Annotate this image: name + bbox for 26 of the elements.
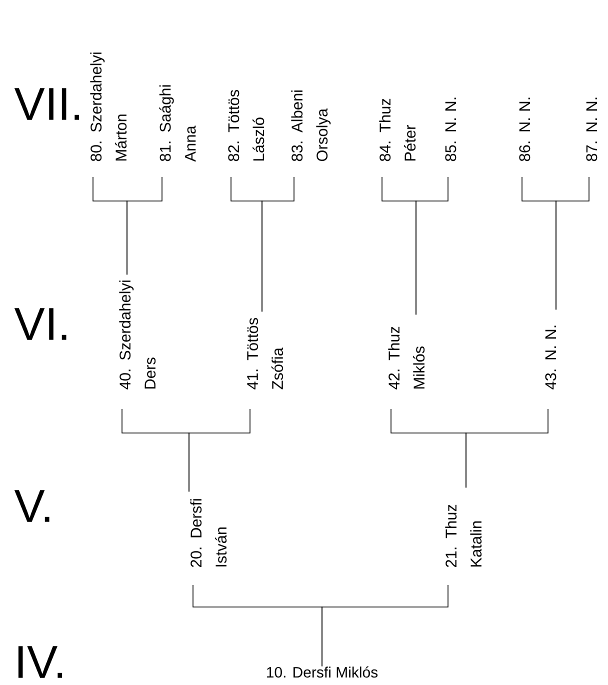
person-name: 10. Dersfi Miklós: [267, 666, 378, 678]
person-name: 83. Albeni Orsolya: [291, 90, 331, 162]
pedigree-line: [262, 176, 294, 312]
pedigree-line: [322, 584, 448, 667]
person-name: 84. Thuz Péter: [379, 98, 416, 162]
person-name: 41. Töttös Zsófia: [247, 318, 284, 390]
generation-numeral: VII.: [14, 88, 80, 120]
pedigree-line: [126, 176, 162, 275]
person-name: 81. Saághi Anna: [159, 85, 196, 162]
generation-numeral: V.: [14, 490, 50, 522]
person-name: 87. N. N.: [586, 98, 598, 162]
person-name: 42. Thuz Miklós: [388, 326, 425, 390]
person-name: 40. Szerdahelyi Ders: [119, 280, 156, 390]
pedigree-line: [188, 408, 250, 492]
person-name: 85. N. N.: [445, 98, 456, 162]
person-name: 82. Töttös László: [228, 90, 264, 162]
person-name: 80. Szerdahelyi Márton: [90, 52, 127, 162]
pedigree-line: [416, 176, 448, 315]
generation-numeral: VI.: [14, 308, 66, 340]
person-name: 86. N. N.: [519, 98, 530, 162]
person-name: 21. Thuz Katalin: [445, 504, 482, 568]
pedigree-line: [556, 176, 590, 310]
person-name: 43. N. N.: [545, 326, 556, 390]
person-name: 20. Dersfi István: [190, 499, 227, 568]
generation-numeral: IV.: [18, 646, 62, 678]
pedigree-line: [466, 408, 548, 488]
